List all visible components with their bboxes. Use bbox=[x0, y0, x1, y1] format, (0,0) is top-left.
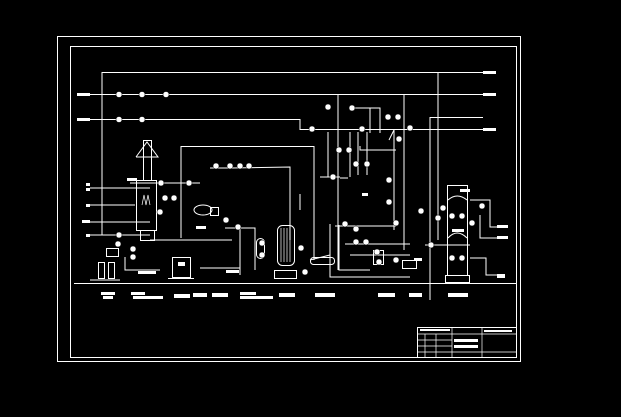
heat-exchanger bbox=[310, 257, 335, 265]
filter-vessel bbox=[256, 238, 265, 259]
equipment-labels bbox=[101, 292, 468, 299]
title-block bbox=[417, 327, 517, 358]
stack-absorber bbox=[135, 140, 159, 241]
inner-frame bbox=[70, 46, 517, 358]
outer-frame bbox=[57, 36, 521, 362]
scrubber-column bbox=[445, 185, 470, 283]
pipelines bbox=[90, 72, 505, 300]
reactor-vessel bbox=[274, 225, 297, 279]
tank-1 bbox=[168, 257, 194, 279]
blower bbox=[193, 204, 219, 216]
instrument-bubbles bbox=[114, 91, 486, 276]
line-tags bbox=[77, 71, 508, 278]
pump-set-left bbox=[98, 248, 119, 279]
